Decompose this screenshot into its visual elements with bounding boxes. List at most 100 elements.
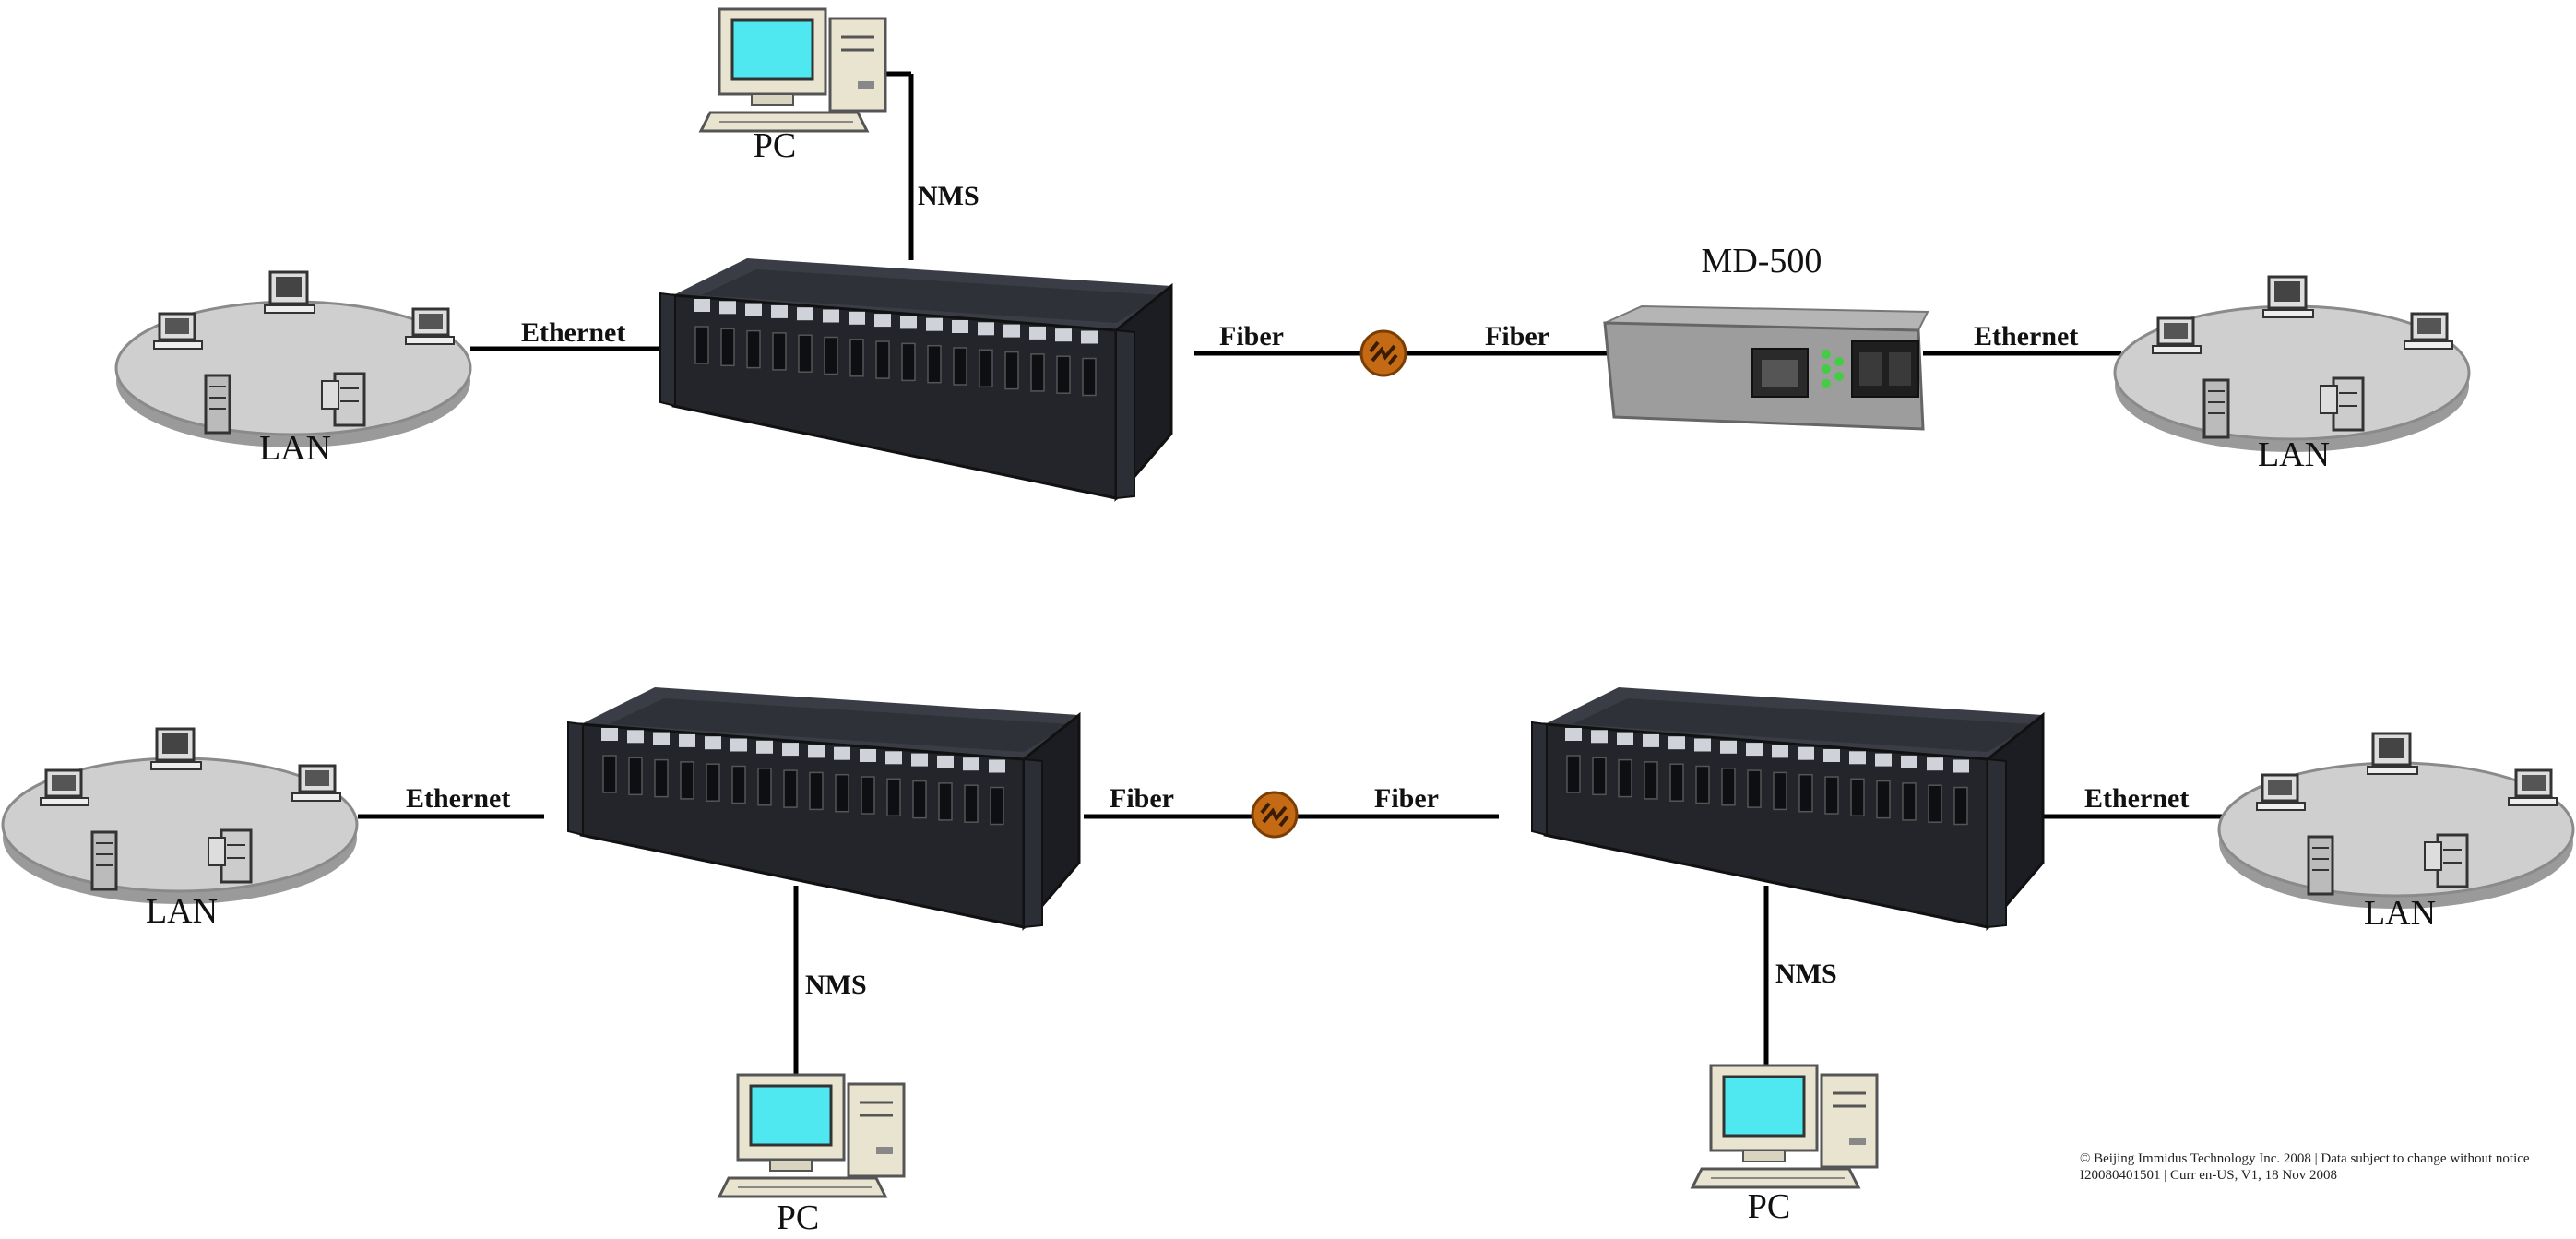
fiber-junction-top [1359, 329, 1407, 377]
chassis-rj45-port [1643, 733, 1659, 747]
chassis-rj45-port [1927, 757, 1943, 771]
chassis-rj45-port [1617, 732, 1633, 745]
chassis-fiber-port [654, 758, 669, 798]
chassis-fiber-port [1928, 784, 1942, 823]
chassis-fiber-port [1056, 355, 1071, 394]
chassis-rj45-port [885, 751, 902, 765]
chassis-rj45-port [1746, 743, 1763, 757]
chassis-fiber-port [809, 771, 824, 811]
chassis-fiber-port [953, 347, 967, 386]
chassis-rj45-port [1720, 740, 1737, 754]
chassis-fiber-port [964, 784, 979, 823]
chassis-rj45-port [1694, 738, 1711, 752]
chassis-fiber-port [1721, 768, 1736, 806]
ethernet-label-top-left: Ethernet [521, 317, 625, 348]
chassis-fiber-port [1566, 755, 1581, 793]
chassis-rj45-port [963, 757, 979, 771]
chassis-rj45-port [1798, 746, 1814, 760]
pc-top [699, 7, 887, 133]
chassis-rj45-port [1668, 736, 1685, 750]
chassis-rj45-port [730, 738, 747, 752]
chassis-fiber-port [938, 782, 953, 821]
chassis-bottom-right [1530, 685, 2045, 929]
chassis-fiber-port [757, 768, 772, 806]
chassis-rj45-port [911, 753, 928, 767]
chassis-rj45-port [797, 307, 813, 321]
chassis-rj45-port [808, 745, 825, 758]
chassis-fiber-port [706, 763, 720, 802]
chassis-rj45-port [705, 736, 721, 750]
chassis-fiber-port [783, 769, 798, 808]
chassis-fiber-port [694, 326, 709, 364]
lan-top-left [114, 270, 472, 449]
chassis-fiber-port [912, 780, 927, 819]
chassis-fiber-port [1695, 765, 1710, 804]
chassis-rj45-port [771, 304, 788, 318]
chassis-fiber-port [1644, 761, 1658, 800]
chassis-fiber-port [1030, 353, 1045, 392]
chassis-rj45-port [782, 743, 799, 757]
fiber-label-bottom-left: Fiber [1110, 783, 1174, 814]
fiber-junction-bottom [1251, 791, 1299, 839]
chassis-rj45-port [601, 728, 618, 741]
lan-label-bottom-right: LAN [2364, 894, 2436, 933]
chassis-rj45-port [679, 733, 695, 747]
chassis-rj45-port [1055, 328, 1072, 342]
ethernet-label-bottom-right: Ethernet [2084, 783, 2189, 814]
chassis-bottom-left [566, 685, 1081, 929]
footer-document-id: I20080401501 | Curr en-US, V1, 18 Nov 20… [2080, 1168, 2337, 1183]
chassis-rj45-port [756, 740, 773, 754]
pc-bottom-left [718, 1073, 906, 1198]
chassis-fiber-port [1902, 782, 1917, 821]
chassis-fiber-port [1850, 778, 1865, 817]
chassis-fiber-port [1876, 780, 1891, 819]
pc-label-bottom-left: PC [777, 1198, 819, 1237]
pc-label-top: PC [754, 126, 796, 165]
chassis-rj45-port [1003, 324, 1020, 338]
chassis-rj45-port [978, 322, 994, 336]
md500-converter [1603, 304, 1929, 431]
chassis-rj45-port [860, 749, 876, 762]
chassis-fiber-port [1773, 771, 1787, 811]
lan-label-top-left: LAN [259, 429, 331, 468]
chassis-rj45-port [1823, 749, 1840, 762]
chassis-fiber-port [602, 755, 617, 793]
chassis-rj45-port [823, 309, 839, 323]
chassis-rj45-port [849, 311, 865, 325]
chassis-rj45-port [653, 732, 670, 745]
chassis-fiber-port [861, 776, 875, 815]
chassis-fiber-port [720, 328, 735, 367]
chassis-rj45-port [926, 317, 943, 331]
ethernet-label-bottom-left: Ethernet [406, 783, 510, 814]
lan-bottom-right [2217, 732, 2575, 911]
chassis-fiber-port [875, 340, 890, 379]
chassis-fiber-port [1618, 758, 1632, 798]
chassis-rj45-port [900, 316, 917, 329]
chassis-rj45-port [1081, 330, 1098, 344]
chassis-fiber-port [798, 334, 813, 373]
fiber-label-top-left: Fiber [1219, 321, 1284, 351]
ethernet-label-top-right: Ethernet [1974, 321, 2078, 351]
lan-label-bottom-left: LAN [146, 892, 218, 931]
chassis-rj45-port [1875, 753, 1892, 767]
chassis-top [659, 256, 1173, 500]
chassis-fiber-port [979, 349, 993, 388]
chassis-rj45-port [694, 299, 710, 312]
chassis-rj45-port [745, 303, 762, 316]
chassis-rj45-port [874, 314, 891, 328]
chassis-fiber-port [1082, 357, 1097, 397]
lan-top-right [2113, 275, 2471, 454]
chassis-fiber-port [990, 786, 1004, 826]
chassis-rj45-port [952, 320, 968, 333]
chassis-fiber-port [927, 344, 942, 384]
chassis-fiber-port [835, 773, 849, 813]
chassis-rj45-port [1772, 745, 1788, 758]
chassis-fiber-port [1824, 776, 1839, 815]
chassis-fiber-port [731, 765, 746, 804]
fiber-label-bottom-right: Fiber [1374, 783, 1439, 814]
chassis-fiber-port [1747, 769, 1762, 808]
chassis-fiber-port [901, 342, 916, 382]
chassis-rj45-port [627, 730, 644, 744]
pc-bottom-right [1691, 1064, 1879, 1189]
